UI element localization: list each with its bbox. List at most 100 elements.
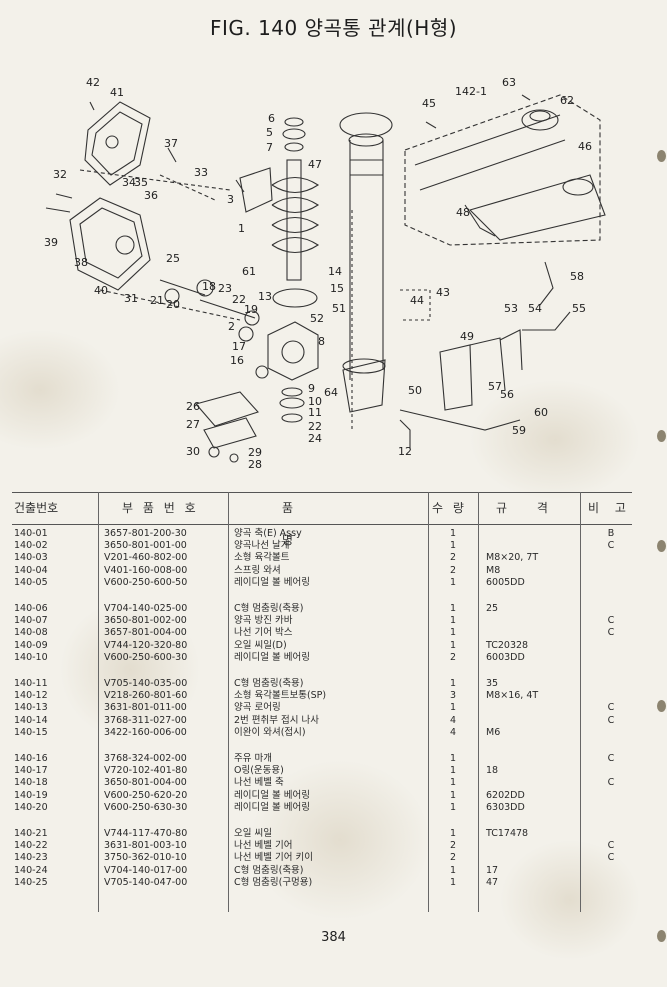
col-header-no: 건출번호: [14, 501, 59, 515]
svg-text:51: 51: [332, 302, 346, 315]
item-number: 140-21: [14, 828, 48, 839]
item-number: 140-14: [14, 714, 48, 726]
item-number: 140-23: [14, 852, 48, 864]
svg-text:32: 32: [53, 168, 67, 181]
svg-text:17: 17: [232, 340, 246, 353]
svg-text:28: 28: [248, 458, 262, 471]
svg-text:54: 54: [528, 302, 542, 315]
part-number: 3422-160-006-00: [104, 726, 187, 738]
svg-text:20: 20: [166, 298, 180, 311]
svg-text:31: 31: [124, 292, 138, 305]
item-number: 140-07: [14, 615, 48, 627]
svg-text:10: 10: [308, 395, 322, 408]
item-number: 140-13: [14, 702, 48, 714]
part-number: 3768-324-002-00: [104, 753, 187, 764]
item-number: 140-10: [14, 651, 48, 663]
svg-text:26: 26: [186, 400, 200, 413]
part-name: C형 멈춤링(축용): [234, 603, 304, 614]
part-name: 소형 육각볼트: [234, 552, 290, 564]
quantity: 2: [449, 564, 457, 576]
remark: C: [607, 615, 615, 627]
part-name: 2번 편취부 접시 나사: [234, 714, 320, 726]
table-row: 140-13 3631-801-011-00 양곡 로어링 1 C: [12, 702, 632, 714]
col-header-name: 품 명: [282, 501, 297, 547]
remark: C: [607, 777, 615, 789]
item-number: 140-06: [14, 603, 48, 614]
quantity: 1: [449, 702, 457, 714]
svg-text:42: 42: [86, 76, 100, 89]
specification: 18: [486, 765, 499, 777]
specification: M8: [486, 564, 501, 576]
svg-text:30: 30: [186, 445, 200, 458]
item-number: 140-05: [14, 576, 48, 588]
svg-text:14: 14: [328, 265, 342, 278]
quantity: 2: [449, 852, 457, 864]
part-name: 양곡 로어링: [234, 702, 281, 714]
item-number: 140-16: [14, 753, 48, 764]
svg-text:62: 62: [560, 94, 574, 107]
item-number: 140-25: [14, 876, 48, 888]
svg-text:38: 38: [74, 256, 88, 269]
svg-text:18: 18: [202, 280, 216, 293]
part-name: C형 멈춤링(축용): [234, 678, 304, 689]
specification: M8×20, 7T: [486, 552, 539, 564]
svg-text:60: 60: [534, 406, 548, 419]
svg-text:48: 48: [456, 206, 470, 219]
svg-text:8: 8: [318, 335, 325, 348]
svg-text:47: 47: [308, 158, 322, 171]
svg-text:2: 2: [228, 320, 235, 333]
part-number: 3657-801-200-30: [104, 528, 187, 539]
part-number: V744-117-470-80: [104, 828, 188, 839]
quantity: 2: [449, 651, 457, 663]
part-number: V744-120-320-80: [104, 639, 188, 651]
svg-text:53: 53: [504, 302, 518, 315]
quantity: 1: [449, 540, 457, 552]
specification: M6: [486, 726, 501, 738]
col-header-remark: 비 고: [588, 501, 629, 515]
svg-text:40: 40: [94, 284, 108, 297]
col-header-qty: 수 량: [432, 501, 467, 515]
quantity: 2: [449, 552, 457, 564]
item-number: 140-15: [14, 726, 48, 738]
quantity: 1: [449, 576, 457, 588]
svg-text:5: 5: [266, 126, 273, 139]
part-number: 3650-801-004-00: [104, 777, 187, 789]
remark: C: [607, 627, 615, 639]
remark: C: [607, 540, 615, 552]
svg-text:41: 41: [110, 86, 124, 99]
part-name: 소형 육각볼트보통(SP): [234, 690, 327, 702]
svg-text:33: 33: [194, 166, 208, 179]
specification: 35: [486, 678, 499, 689]
svg-text:22: 22: [232, 293, 246, 306]
part-number: 3650-801-002-00: [104, 615, 187, 627]
quantity: 1: [449, 864, 457, 876]
svg-text:16: 16: [230, 354, 244, 367]
quantity: 1: [449, 627, 457, 639]
svg-text:13: 13: [258, 290, 272, 303]
part-number: 3650-801-001-00: [104, 540, 187, 552]
part-number: V600-250-600-30: [104, 651, 188, 663]
part-number: 3631-801-011-00: [104, 702, 187, 714]
svg-text:34: 34: [122, 176, 136, 189]
svg-text:44: 44: [410, 294, 424, 307]
part-number: V720-102-401-80: [104, 765, 188, 777]
part-name: 나선 베벨 축: [234, 777, 284, 789]
remark: C: [607, 702, 615, 714]
part-number: V705-140-035-00: [104, 678, 188, 689]
quantity: 1: [449, 801, 457, 813]
svg-text:39: 39: [44, 236, 58, 249]
quantity: 4: [449, 726, 457, 738]
quantity: 1: [449, 528, 457, 539]
part-name: 레이디얼 볼 베어링: [234, 651, 310, 663]
part-name: 나선 기어 박스: [234, 627, 293, 639]
svg-text:45: 45: [422, 97, 436, 110]
